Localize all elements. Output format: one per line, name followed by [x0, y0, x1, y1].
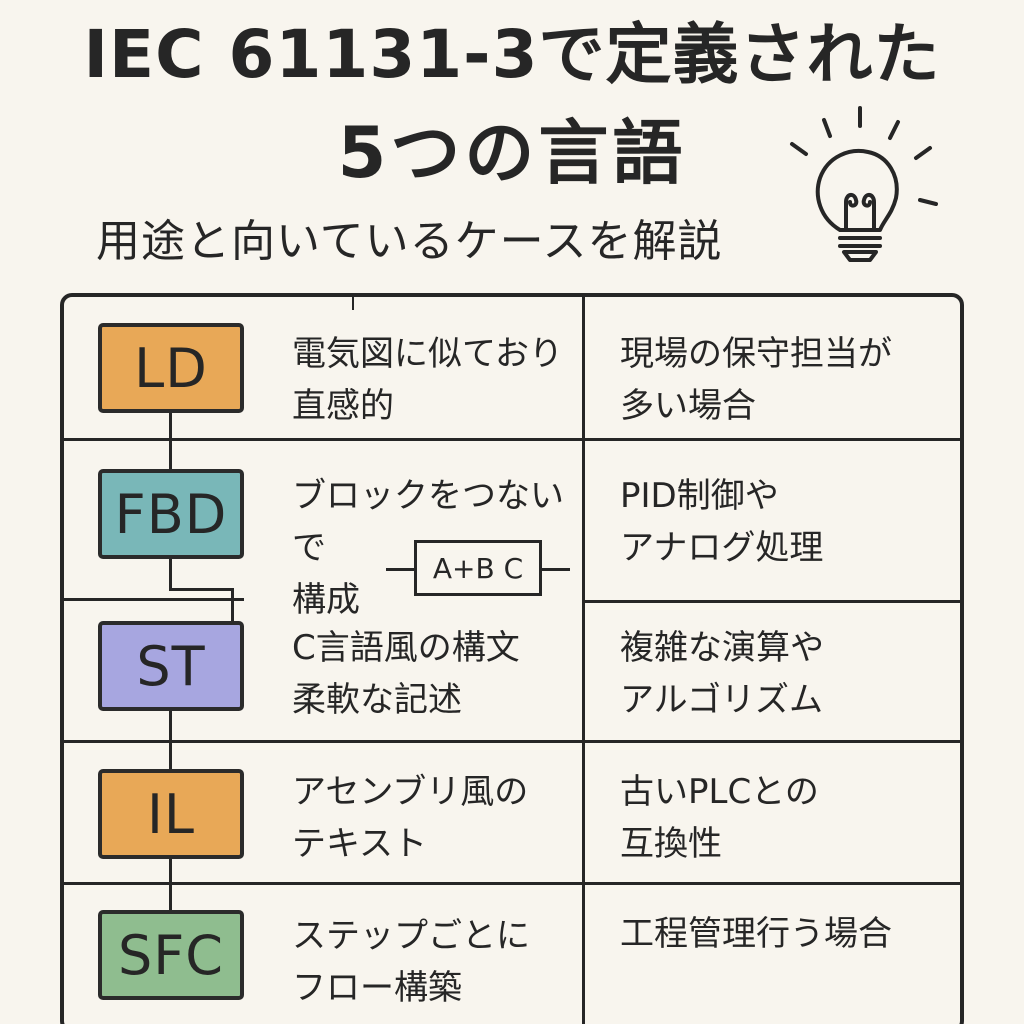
- description-fbd: ブロックをつないで 構成: [292, 476, 564, 620]
- connector-fbd-st-down: [169, 558, 172, 590]
- title-line-1: IEC 61131-3で定義された: [83, 16, 941, 93]
- connector-fbd-st-drop: [231, 588, 234, 622]
- title-line-2: 5つの言語: [337, 112, 687, 194]
- language-badge-st: ST: [98, 621, 244, 711]
- use-case-sfc: 工程管理行う場合: [620, 914, 892, 954]
- connector-il-sfc: [169, 857, 172, 910]
- subtitle: 用途と向いているケースを解説: [96, 216, 723, 267]
- description-st: C言語風の構文 柔軟な記述: [292, 628, 520, 720]
- description-sfc: ステップごとに フロー構築: [292, 916, 530, 1008]
- language-badge-fbd: FBD: [98, 469, 244, 559]
- column-divider: [582, 297, 585, 1024]
- mini-diagram-input-wire: [386, 568, 416, 571]
- row-divider-4: [62, 882, 962, 885]
- connector-ld-fbd: [169, 413, 172, 469]
- language-badge-il: IL: [98, 769, 244, 859]
- row-divider-1: [62, 438, 962, 441]
- fbd-mini-diagram: A+B C: [386, 540, 576, 600]
- description-il: アセンブリ風の テキスト: [292, 772, 529, 864]
- use-case-fbd: PID制御や アナログ処理: [620, 476, 824, 568]
- row-divider-2-right: [585, 600, 962, 603]
- mini-diagram-output-wire: [540, 568, 570, 571]
- table-tick-mark: [352, 296, 354, 310]
- row-divider-2-left: [62, 598, 244, 601]
- mini-diagram-block: A+B C: [414, 540, 542, 596]
- connector-st-il: [169, 711, 172, 769]
- lightbulb-icon: [790, 106, 938, 262]
- description-ld: 電気図に似ており 直感的: [292, 334, 563, 426]
- comparison-table: [60, 293, 964, 1024]
- language-badge-sfc: SFC: [98, 910, 244, 1000]
- connector-fbd-st-across: [169, 588, 233, 591]
- use-case-il: 古いPLCとの 互換性: [620, 772, 819, 864]
- use-case-ld: 現場の保守担当が 多い場合: [620, 334, 892, 426]
- use-case-st: 複雑な演算や アルゴリズム: [620, 628, 824, 720]
- language-badge-ld: LD: [98, 323, 244, 413]
- row-divider-3: [62, 740, 962, 743]
